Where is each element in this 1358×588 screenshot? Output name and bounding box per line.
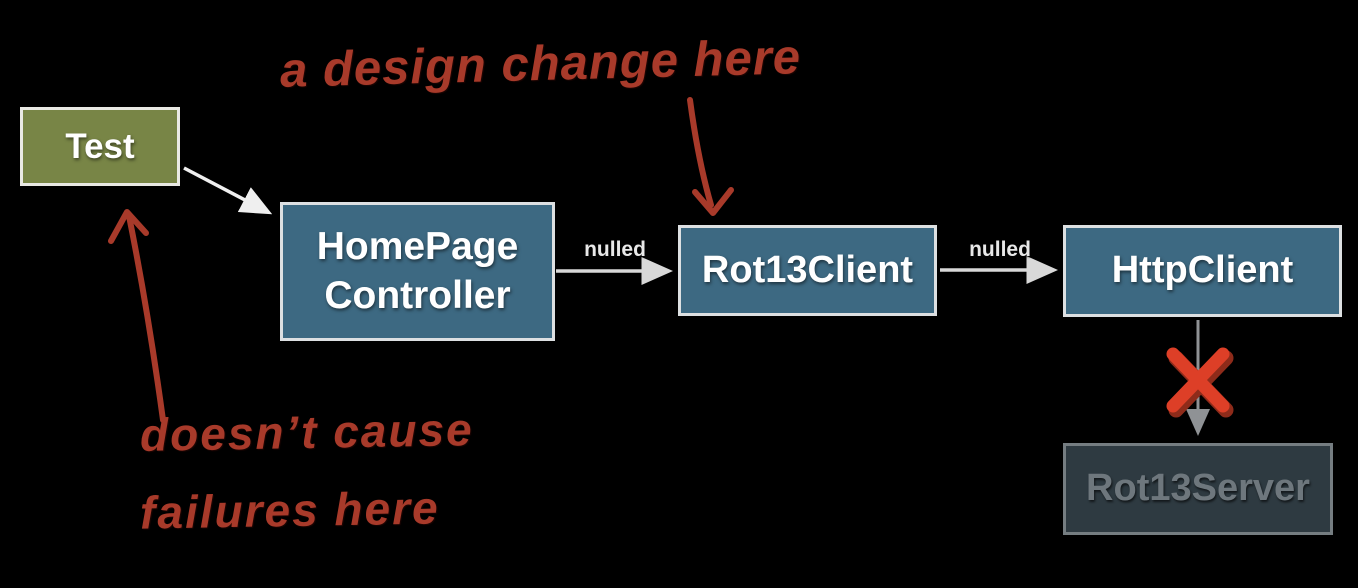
- annotation-doesnt-cause: doesn’t cause: [139, 403, 475, 461]
- node-rot13server-label: Rot13Server: [1086, 467, 1310, 510]
- node-httpclient-label: HttpClient: [1111, 249, 1294, 292]
- node-test: Test: [20, 107, 180, 186]
- node-homepage-controller-label: HomePage Controller: [316, 224, 519, 317]
- node-homepage-controller: HomePage Controller: [280, 202, 555, 341]
- edge-label-nulled-1: nulled: [584, 238, 646, 261]
- annotation-arrow-no-failures: [108, 209, 166, 423]
- node-rot13server: Rot13Server: [1063, 443, 1333, 535]
- node-httpclient: HttpClient: [1063, 225, 1342, 317]
- annotation-failures-here: failures here: [139, 481, 441, 539]
- annotation-design-change: a design change here: [279, 30, 802, 98]
- node-test-label: Test: [65, 126, 135, 166]
- x-mark-icon: [1166, 347, 1234, 418]
- edge-label-nulled-2: nulled: [969, 238, 1031, 261]
- node-rot13client-label: Rot13Client: [701, 248, 914, 291]
- arrow-test-to-controller: [183, 166, 273, 215]
- node-rot13client: Rot13Client: [678, 225, 937, 316]
- annotation-arrow-design-change: [687, 97, 734, 216]
